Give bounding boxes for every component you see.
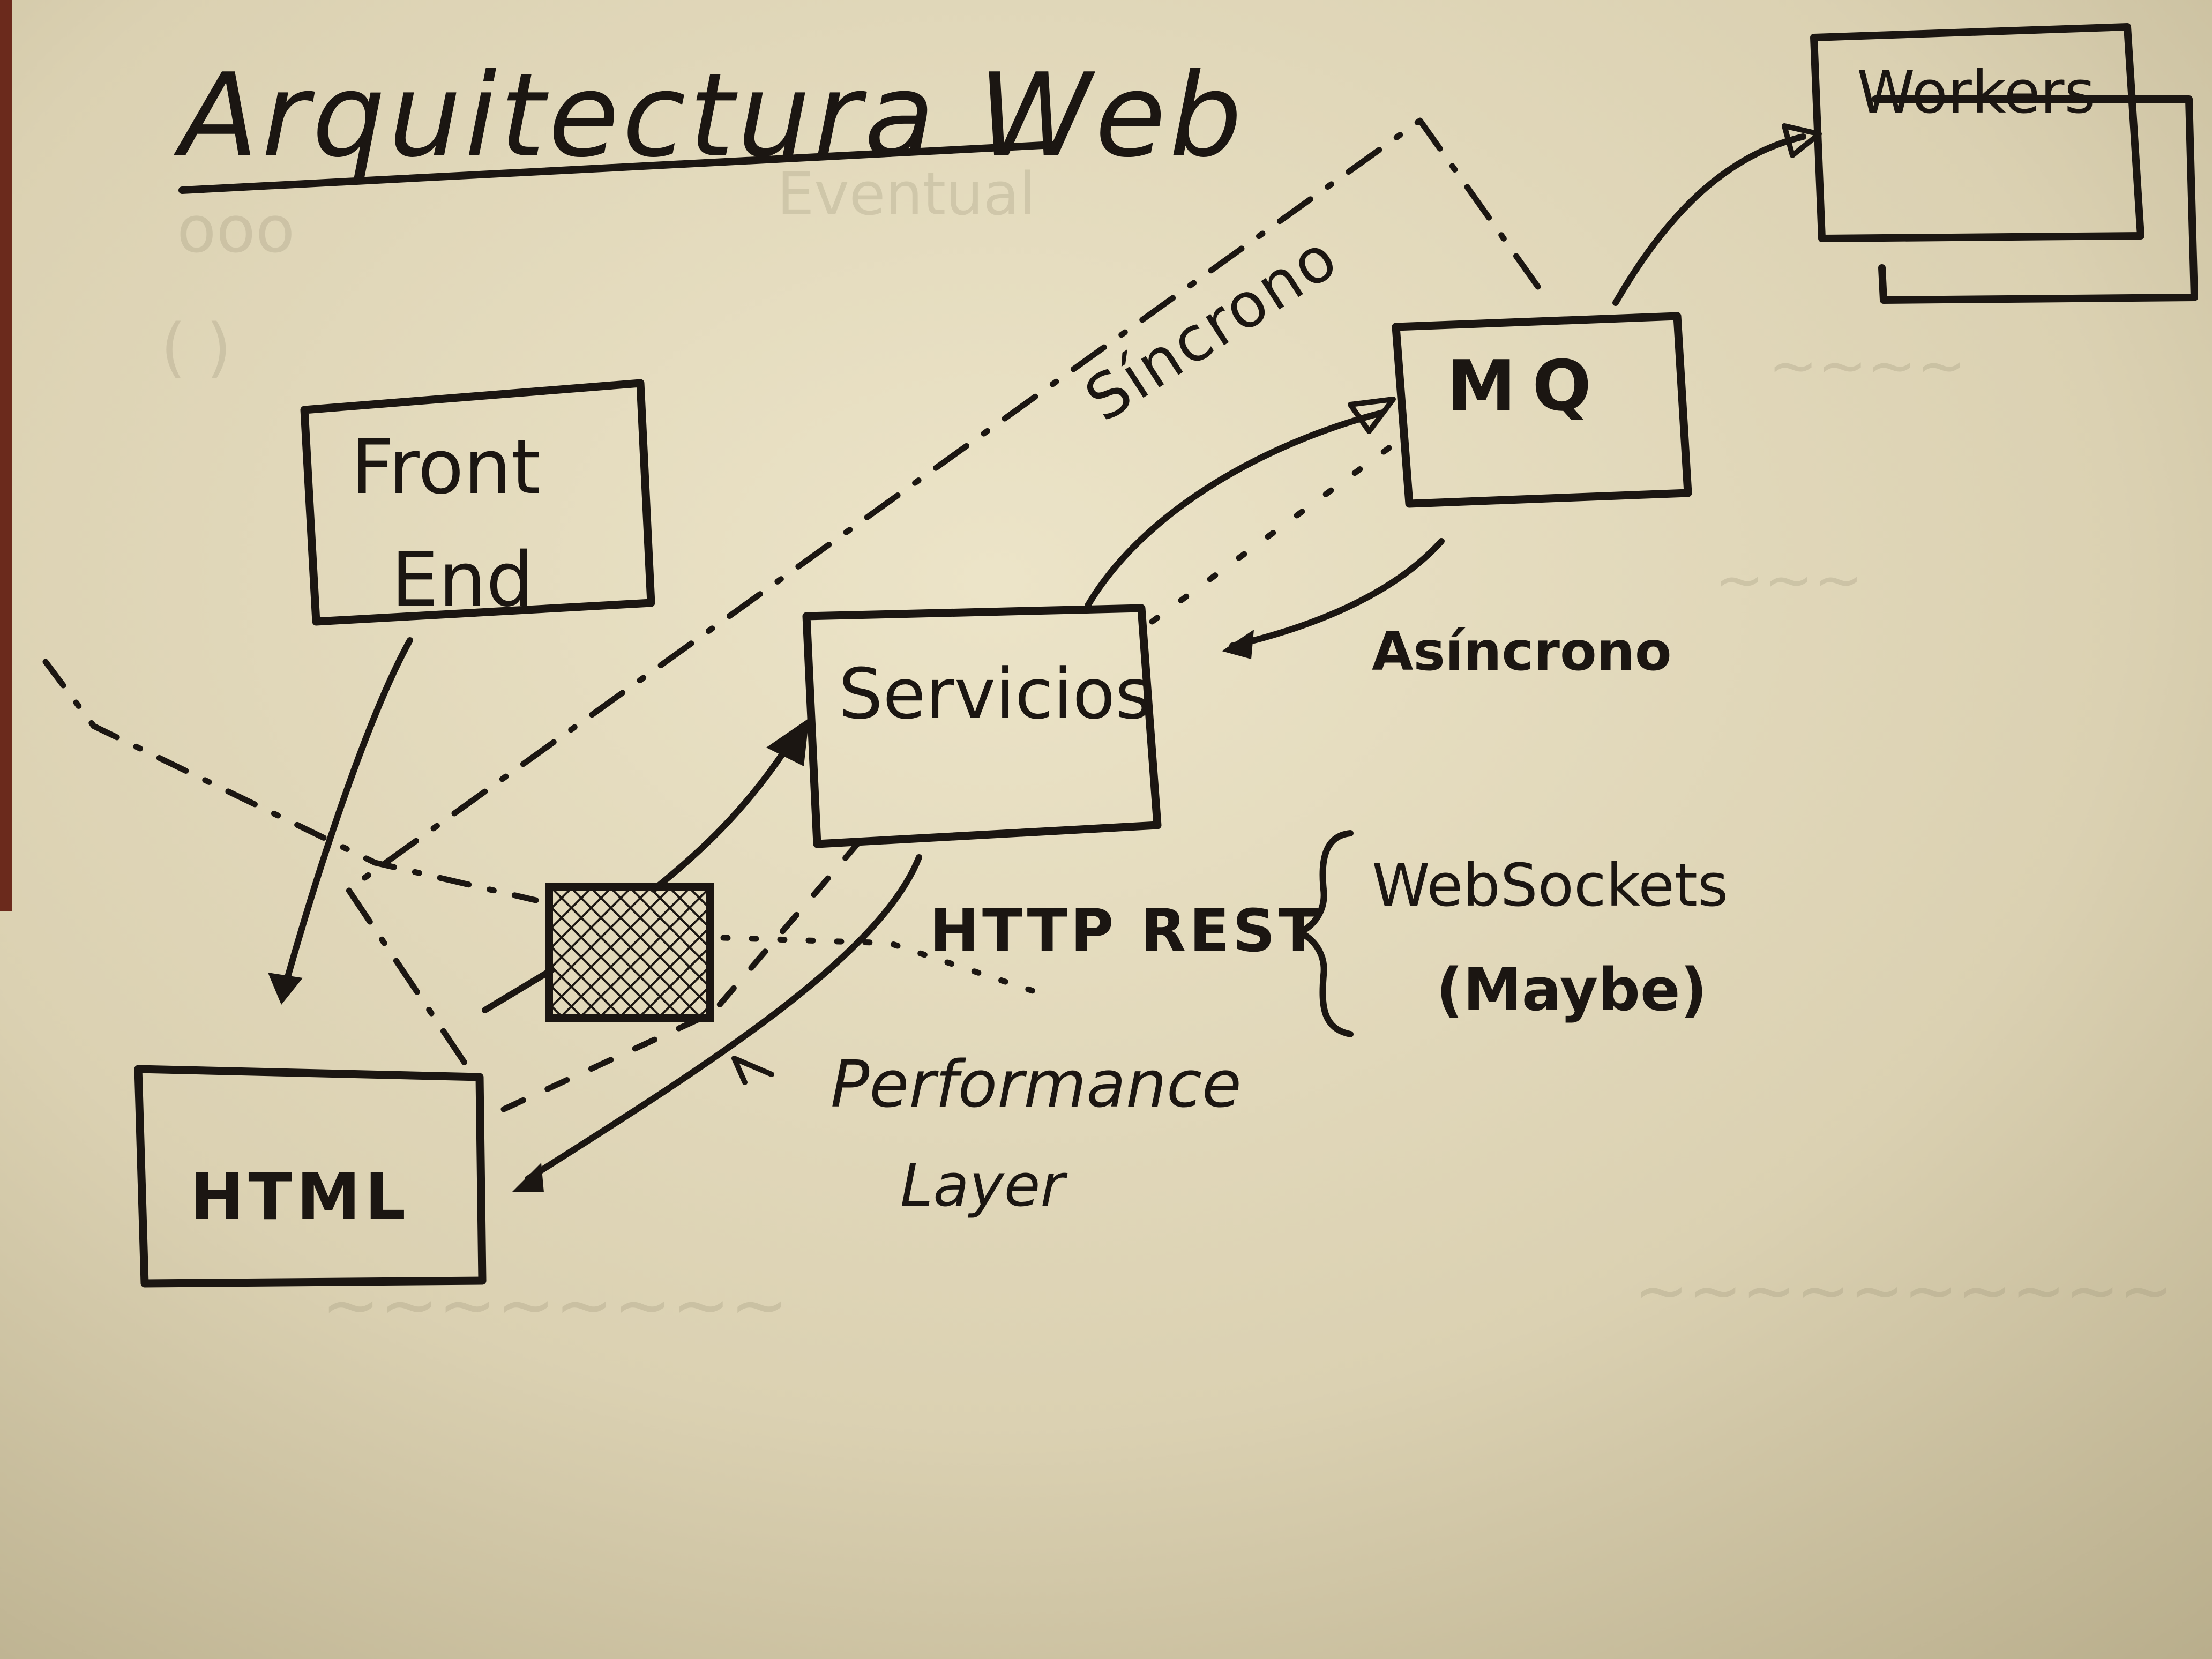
performance-layer-block <box>545 883 714 1022</box>
arrow-mq-to-workers <box>1612 123 1822 306</box>
svg-text:~~~~: ~~~~ <box>1768 331 1966 400</box>
mq-box: MQ <box>1392 312 1692 508</box>
title-underline <box>178 141 1057 194</box>
asynchronous-dotted-line <box>1149 442 1396 625</box>
table-edge <box>0 0 12 911</box>
http-rest-label: HTTP REST <box>930 896 1322 965</box>
websockets-label-line2: (Maybe) <box>1436 955 1707 1024</box>
html-label: HTML <box>190 1160 410 1235</box>
svg-text:~~~: ~~~ <box>1715 545 1863 614</box>
servicios-box: Servicios <box>802 604 1162 848</box>
svg-text:~~~~~~~~~~: ~~~~~~~~~~ <box>1634 1254 2173 1328</box>
html-box: HTML <box>134 1065 487 1288</box>
performance-layer-label-line2: Layer <box>900 1151 1067 1220</box>
front-end-box: Front End <box>300 379 655 626</box>
workers-label: Workers <box>1857 58 2095 126</box>
arrow-servicios-to-mq <box>1085 397 1396 609</box>
websockets-brace <box>1296 830 1354 1037</box>
svg-text:ooo: ooo <box>177 193 295 267</box>
front-end-label-line2: End <box>391 536 534 624</box>
svg-text:Eventual: Eventual <box>777 160 1036 228</box>
performance-layer-label-line1: Performance <box>831 1048 1242 1122</box>
servicios-label: Servicios <box>839 653 1152 735</box>
svg-text:( ): ( ) <box>161 311 231 385</box>
websockets-label-line1: WebSockets <box>1372 851 1728 920</box>
arrow-frontend-to-html <box>268 637 413 1005</box>
arrow-servicios-to-html <box>512 854 922 1192</box>
asincrono-label: Asíncrono <box>1372 620 1672 683</box>
http-rest-dotted-line-2 <box>720 935 1037 995</box>
arrow-mq-to-servicios <box>1222 538 1445 659</box>
left-boundary-line <box>42 659 539 903</box>
front-end-label-line1: Front <box>351 424 541 511</box>
mq-label: MQ <box>1447 345 1608 427</box>
svg-text:~~~~~~~~: ~~~~~~~~ <box>322 1264 788 1346</box>
workers-box-stack: Workers <box>1810 23 2198 304</box>
synchronous-boundary-line <box>345 117 1541 1080</box>
arrow-html-to-servicios <box>482 718 809 1013</box>
performance-layer-pointer <box>731 1056 774 1085</box>
